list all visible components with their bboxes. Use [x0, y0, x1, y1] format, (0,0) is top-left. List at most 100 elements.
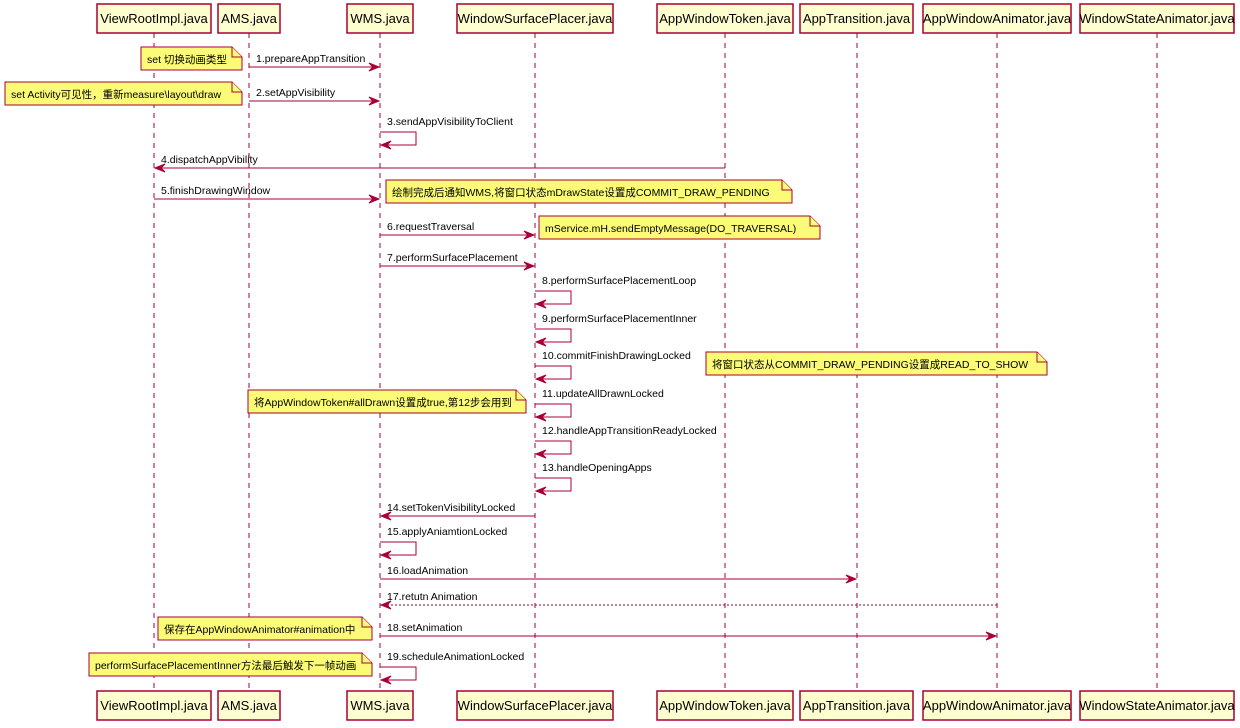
- arrow-head: [845, 574, 858, 584]
- note-text: 将AppWindowToken#allDrawn设置成true,第12步会用到: [254, 396, 512, 409]
- participant-box: [922, 690, 1072, 721]
- participant-box: [456, 3, 614, 34]
- message-label: 1.prepareAppTransition: [256, 53, 366, 65]
- participant-label: AppWindowAnimator.java: [923, 698, 1072, 713]
- arrow-head: [379, 511, 392, 521]
- note-body: [247, 389, 527, 414]
- message-11: 11.updateAllDrawnLocked: [534, 388, 664, 422]
- message-label: 10.commitFinishDrawingLocked: [542, 350, 691, 362]
- note-body: [385, 179, 793, 204]
- message-line: [380, 131, 417, 146]
- message-label: 18.setAnimation: [387, 622, 462, 634]
- message-label: 3.sendAppVisibilityToClient: [387, 116, 513, 128]
- participant-label: AppWindowToken.java: [659, 11, 791, 26]
- arrow-head: [523, 230, 536, 240]
- participant-label: WindowSurfacePlacer.java: [458, 11, 613, 26]
- arrow-head: [534, 449, 547, 459]
- message-label: 14.setTokenVisibilityLocked: [387, 502, 515, 514]
- note-fold: [231, 47, 242, 58]
- note-fold: [361, 653, 372, 664]
- arrow-head: [985, 631, 998, 641]
- arrow-head: [379, 140, 392, 150]
- participant-ams-top: AMS.java: [217, 3, 281, 34]
- note-2: set Activity可见性，重新measure\layout\draw: [4, 81, 243, 106]
- participant-vri-top: ViewRootImpl.java: [96, 3, 212, 34]
- note-6: 将AppWindowToken#allDrawn设置成true,第12步会用到: [247, 389, 527, 414]
- arrow-head: [534, 486, 547, 496]
- participant-label: ViewRootImpl.java: [100, 698, 208, 713]
- participant-vri-bottom: ViewRootImpl.java: [96, 690, 212, 721]
- participants-bottom: ViewRootImpl.java AMS.java WMS.java WindowS…: [96, 690, 1235, 721]
- participant-awa-top: AppWindowAnimator.java: [922, 3, 1072, 34]
- participant-box: [799, 690, 914, 721]
- message-9: 9.performSurfacePlacementInner: [534, 313, 697, 347]
- participant-box: [217, 690, 281, 721]
- message-6: 6.requestTraversal: [380, 221, 536, 240]
- note-body: [140, 46, 243, 71]
- message-14: 14.setTokenVisibilityLocked: [379, 502, 535, 521]
- participant-at-bottom: AppTransition.java: [799, 690, 914, 721]
- participant-label: WindowStateAnimator.java: [1079, 11, 1235, 26]
- participant-box: [346, 690, 414, 721]
- message-15: 15.applyAniamtionLocked: [379, 526, 507, 560]
- message-line: [380, 666, 417, 681]
- note-fold: [361, 617, 372, 628]
- message-label: 17.retutn Animation: [387, 591, 478, 603]
- note-fold: [809, 216, 820, 227]
- participant-wms-bottom: WMS.java: [346, 690, 414, 721]
- participant-box: [456, 690, 614, 721]
- arrow-head: [379, 550, 392, 560]
- arrow-head: [534, 374, 547, 384]
- message-line: [535, 403, 572, 418]
- participant-label: AppTransition.java: [803, 11, 911, 26]
- message-label: 12.handleAppTransitionReadyLocked: [542, 425, 717, 437]
- message-3: 3.sendAppVisibilityToClient: [379, 116, 513, 150]
- participant-box: [656, 3, 794, 34]
- note-body: [157, 616, 373, 641]
- message-18: 18.setAnimation: [380, 622, 998, 641]
- arrow-head: [368, 62, 381, 72]
- arrow-head: [379, 675, 392, 685]
- participant-label: AMS.java: [221, 698, 277, 713]
- message-label: 2.setAppVisibility: [256, 87, 336, 99]
- message-label: 16.loadAnimation: [387, 565, 468, 577]
- note-body: [4, 81, 243, 106]
- note-text: 将窗口状态从COMMIT_DRAW_PENDING设置成READ_TO_SHOW: [712, 358, 1028, 371]
- participant-box: [656, 690, 794, 721]
- message-1: 1.prepareAppTransition: [249, 53, 381, 72]
- participant-label: WMS.java: [350, 698, 410, 713]
- note-text: mService.mH.sendEmptyMessage(DO_TRAVERSA…: [545, 223, 796, 235]
- participant-box: [217, 3, 281, 34]
- participant-wsp-top: WindowSurfacePlacer.java: [456, 3, 614, 34]
- message-line: [535, 328, 572, 343]
- message-8: 8.performSurfacePlacementLoop: [534, 275, 696, 309]
- message-label: 4.dispatchAppVibility: [161, 154, 258, 166]
- participant-label: WindowStateAnimator.java: [1079, 698, 1235, 713]
- note-fold: [515, 390, 526, 401]
- message-12: 12.handleAppTransitionReadyLocked: [534, 425, 717, 459]
- note-fold: [781, 180, 792, 191]
- message-7: 7.performSurfacePlacement: [380, 252, 536, 271]
- message-line: [535, 365, 572, 380]
- message-label: 11.updateAllDrawnLocked: [542, 388, 664, 400]
- note-body: [538, 215, 821, 240]
- note-7: 保存在AppWindowAnimator#animation中: [157, 616, 373, 641]
- participant-wms-top: WMS.java: [346, 3, 414, 34]
- message-16: 16.loadAnimation: [380, 565, 858, 584]
- participant-awt-bottom: AppWindowToken.java: [656, 690, 794, 721]
- arrow-head: [534, 337, 547, 347]
- messages: 1.prepareAppTransition 2.setAppVisibility…: [153, 53, 998, 685]
- message-19: 19.scheduleAnimationLocked: [379, 651, 524, 685]
- participant-box: [799, 3, 914, 34]
- message-label: 5.finishDrawingWindow: [161, 185, 271, 197]
- note-body: [705, 351, 1048, 376]
- note-5: 将窗口状态从COMMIT_DRAW_PENDING设置成READ_TO_SHOW: [705, 351, 1048, 376]
- arrow-head: [523, 261, 536, 271]
- note-8: performSurfacePlacementInner方法最后触发下一帧动画: [88, 652, 373, 677]
- participant-wsp-bottom: WindowSurfacePlacer.java: [456, 690, 614, 721]
- participant-wsa-top: WindowStateAnimator.java: [1079, 3, 1235, 34]
- message-label: 15.applyAniamtionLocked: [387, 526, 507, 538]
- message-label: 7.performSurfacePlacement: [387, 252, 518, 264]
- arrow-head: [368, 96, 381, 106]
